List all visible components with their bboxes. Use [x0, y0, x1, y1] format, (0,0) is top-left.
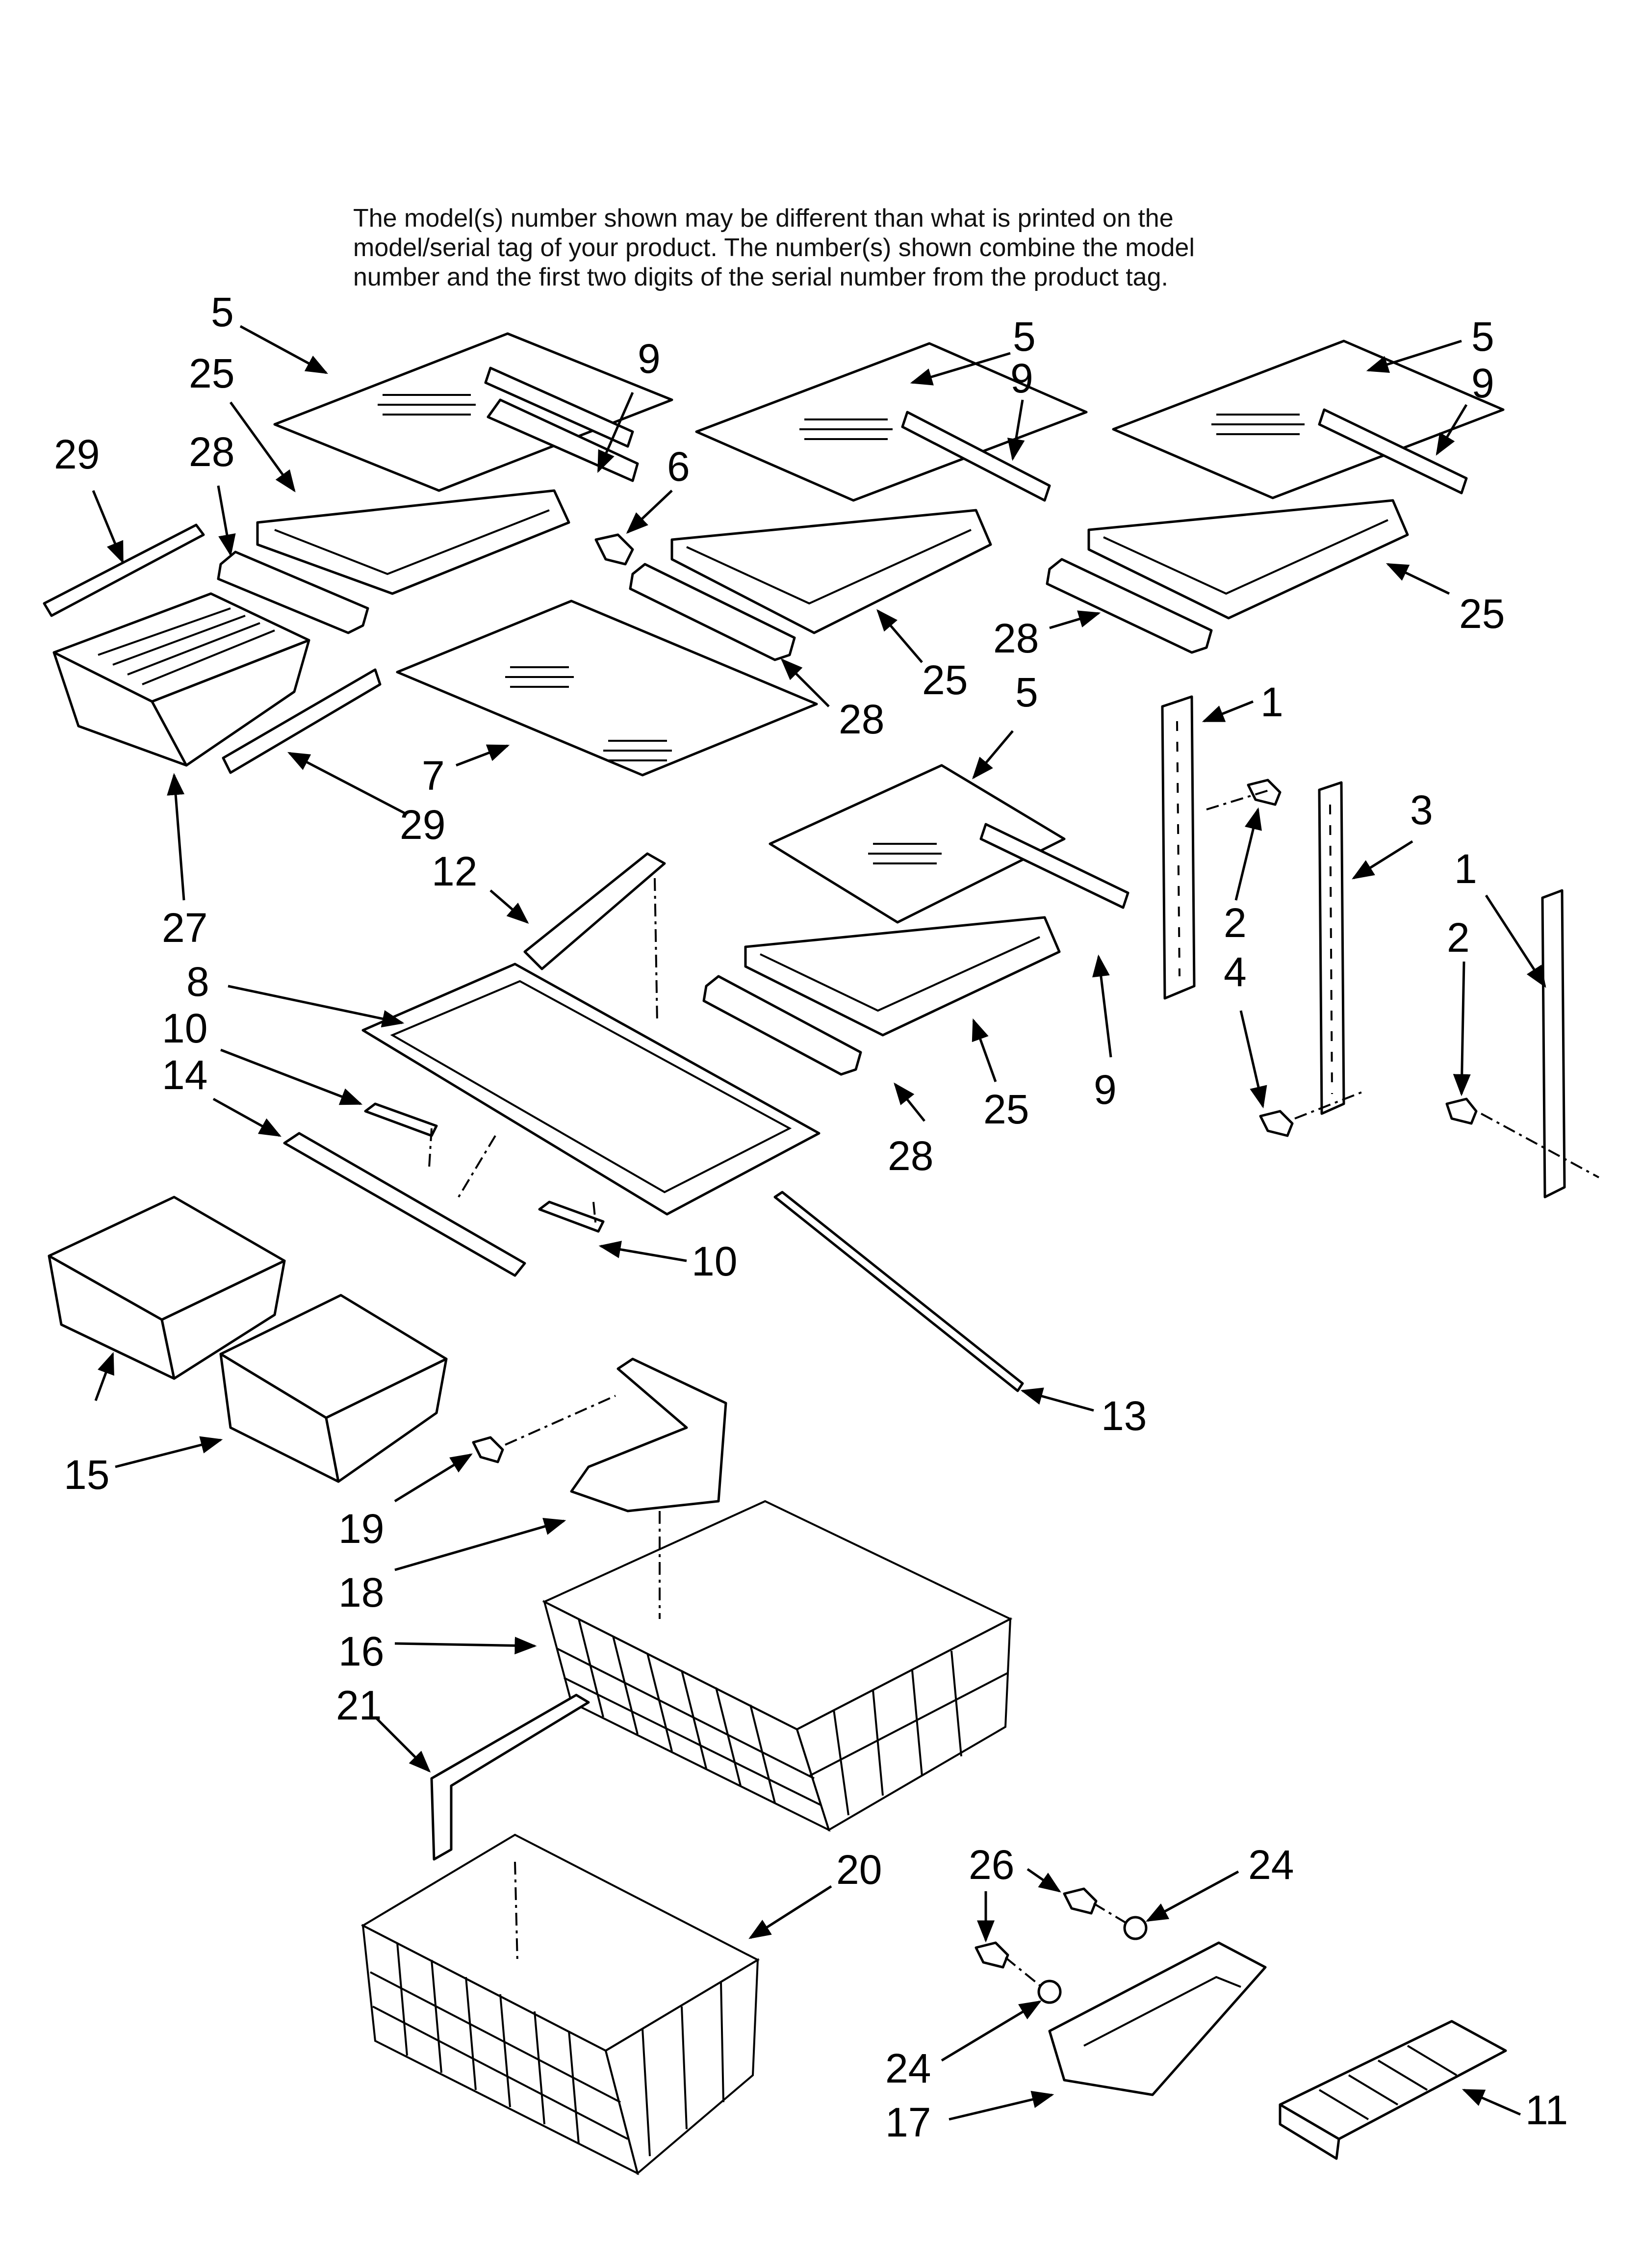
divider-12: [523, 852, 666, 970]
callout-label: 25: [922, 657, 968, 703]
shelf-glass-top-left: [273, 332, 673, 492]
callout-label: 16: [338, 1628, 384, 1674]
callout-label: 17: [885, 2099, 931, 2145]
clip-10-lower: [538, 1200, 605, 1233]
callout-label: 25: [983, 1086, 1029, 1132]
shelf-ladder-3: [1318, 781, 1345, 1115]
crisper-bin-15-right: [219, 1294, 448, 1483]
callout-label: 7: [422, 753, 445, 799]
callout-label: 25: [1459, 591, 1505, 637]
shelf-trim-top-right: [1046, 558, 1213, 654]
note-line-2: model/serial tag of your product. The nu…: [353, 234, 1195, 262]
wire-basket-20: [360, 1833, 760, 2175]
crisper-bin-15-left: [48, 1196, 286, 1380]
callout-label: 19: [338, 1506, 384, 1552]
callout-label: 9: [1094, 1067, 1117, 1113]
callout-label: 3: [1410, 787, 1433, 833]
shelf-glass-top-middle: [695, 342, 1088, 502]
callout-label: 5: [1015, 669, 1038, 715]
callout-label: 24: [1248, 1842, 1294, 1888]
shelf-trim-top-middle: [629, 563, 796, 661]
shelf-frame-top-right: [1087, 408, 1468, 620]
callout-label: 5: [1013, 313, 1036, 360]
screws-2-4: [1247, 779, 1478, 1137]
callout-label: 24: [885, 2045, 931, 2091]
callout-label: 29: [54, 431, 100, 477]
clip-10-upper: [364, 1102, 438, 1137]
shelf-trim-middle: [702, 975, 862, 1076]
callout-label: 9: [1471, 360, 1494, 406]
callout-label: 5: [211, 289, 234, 335]
rod-13: [773, 1191, 1024, 1392]
callout-label: 15: [64, 1452, 109, 1498]
shelf-ladder-1-right: [1541, 889, 1566, 1199]
ice-cube-tray-11: [1279, 2020, 1507, 2160]
callout-label: 2: [1224, 900, 1247, 946]
callout-label: 21: [336, 1682, 382, 1728]
callout-label: 10: [162, 1005, 207, 1051]
shelf-frame-top-left: [256, 366, 634, 595]
callout-label: 29: [400, 802, 445, 848]
callout-label: 28: [189, 429, 234, 475]
callout-label: 10: [692, 1238, 737, 1284]
wire-basket-16: [542, 1500, 1013, 1832]
drawer-frame-8: [361, 963, 821, 1216]
glass-shelf-7: [396, 600, 818, 777]
ice-tray-17: [1048, 1941, 1267, 2096]
callout-label: 11: [1525, 2087, 1568, 2133]
crisper-drawer-27: [52, 592, 310, 767]
note-line-1: The model(s) number shown may be differe…: [353, 204, 1174, 233]
note-line-3: number and the first two digits of the s…: [353, 263, 1168, 291]
shelf-glass-middle: [769, 764, 1066, 924]
basket-divider-21: [430, 1694, 590, 1861]
callout-label: 2: [1447, 914, 1470, 961]
screws-26: [975, 1887, 1098, 1969]
model-number-note: The model(s) number shown may be differe…: [353, 204, 1334, 292]
callout-labels: 5 25 9 29 28 6 5 9 5 9 25 28 25 28 7 29 …: [54, 289, 1568, 2145]
callout-arrows: [92, 325, 1546, 2121]
callout-label: 9: [638, 336, 661, 382]
callout-label: 9: [1010, 355, 1033, 401]
screw-19: [472, 1436, 504, 1463]
assembly-lines: [428, 789, 1599, 1990]
crisper-rail-29-top: [43, 523, 205, 617]
callout-label: 1: [1260, 679, 1283, 725]
callout-label: 12: [432, 848, 477, 894]
callout-label: 28: [839, 696, 884, 742]
callout-label: 8: [186, 959, 209, 1005]
basket-divider-18: [570, 1357, 727, 1512]
drawer-cover-14: [283, 1132, 526, 1277]
shelf-frame-middle: [744, 823, 1129, 1037]
callout-label: 28: [888, 1133, 933, 1179]
shelf-ladder-1-left: [1161, 695, 1196, 1000]
callout-label: 28: [993, 615, 1039, 661]
shelf-frame-top-middle: [670, 411, 1051, 634]
callout-label: 6: [667, 443, 690, 490]
callout-label: 13: [1101, 1393, 1147, 1439]
callout-label: 25: [189, 350, 234, 396]
callout-label: 5: [1471, 313, 1494, 360]
callout-label: 18: [338, 1569, 384, 1616]
shelf-screw-6: [594, 533, 634, 566]
shelf-glass-top-right: [1112, 339, 1505, 499]
callout-label: 14: [162, 1052, 207, 1098]
washers-24: [1037, 1916, 1148, 2004]
crisper-rail-29-bottom: [222, 668, 382, 774]
callout-label: 4: [1224, 949, 1247, 995]
callout-label: 20: [836, 1847, 882, 1893]
callout-label: 1: [1454, 846, 1477, 892]
callout-label: 26: [969, 1842, 1014, 1888]
callout-label: 27: [162, 905, 207, 951]
